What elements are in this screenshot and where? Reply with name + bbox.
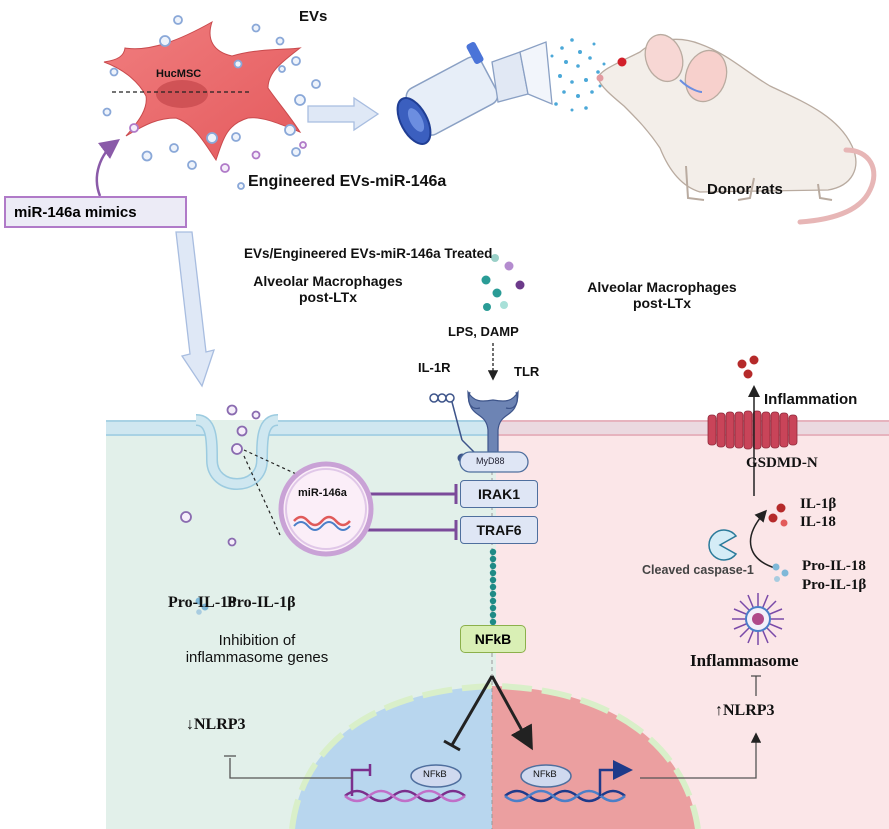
delivery-arrow: [307, 96, 380, 132]
tlr-label: TLR: [514, 364, 540, 379]
right-pro-il18-label: Pro-IL-18: [802, 558, 866, 574]
ev-mir146a-circle: [278, 461, 374, 557]
down-arrow-icon: ↓: [186, 716, 194, 733]
dna-left: [344, 789, 466, 803]
right-am-title-line2: post-LTx: [632, 295, 692, 312]
nlrp3-down-label: ↓NLRP3: [186, 716, 246, 733]
mir146a-mimics-label: miR-146a mimics: [14, 204, 137, 221]
traf6-label: TRAF6: [476, 522, 522, 538]
mimics-to-msc-arrow: [95, 138, 120, 197]
il18-label: IL-18: [800, 514, 836, 530]
nfkb-oval-left: [410, 764, 462, 788]
nfkb-nuclear-right-label: NFkB: [533, 769, 557, 780]
tlr-receptor: [467, 389, 519, 453]
left-pro-il1b-label: Pro-IL-1β: [227, 594, 296, 611]
inflammasome-icon: [732, 593, 784, 645]
nfkb-label: NFkB: [474, 631, 512, 647]
inflammasome-label: Inflammasome: [690, 651, 799, 670]
inhibition-line1: Inhibition of: [218, 632, 296, 649]
nfkb-nuclear-left-label: NFkB: [423, 769, 447, 780]
nlrp3-induce-path: [640, 732, 762, 779]
nfkb-activate-arrow: [490, 675, 533, 751]
irak1-box: IRAK1: [460, 480, 538, 508]
right-pro-il1b-label: Pro-IL-1β: [802, 577, 867, 593]
gsdmd-pore: [707, 410, 798, 450]
donor-rats-label: Donor rats: [707, 181, 783, 198]
myd88-label: MyD88: [476, 456, 505, 466]
ev-vesicles-pit: [180, 404, 261, 547]
nucleus-left: [292, 686, 492, 829]
right-am-title-line1: Alveolar Macrophages: [587, 279, 737, 295]
ligand-dots: [481, 254, 525, 311]
nucleus-right: [492, 686, 698, 829]
rat-illustration: [596, 33, 877, 225]
il1b-label: IL-1β: [800, 496, 837, 512]
mimics-down-arrow: [175, 231, 215, 388]
gsdmd-label: GSDMD-N: [746, 455, 818, 471]
cleaved-caspase-label: Cleaved caspase-1: [642, 563, 754, 577]
mir146a-mimics-box: miR-146a mimics: [4, 196, 187, 228]
hucmsc-label: HucMSC: [156, 68, 202, 80]
engineered-evs-label: Engineered EVs-miR-146a: [248, 173, 447, 190]
signal-bead-chain: [489, 548, 497, 626]
ev-vesicles-top: [102, 15, 321, 190]
inhaler-device: [396, 41, 553, 145]
inhibition-text: Inhibition of inflammasome genes: [166, 632, 348, 667]
traf6-box: TRAF6: [460, 516, 538, 544]
nfkb-box: NFkB: [460, 625, 526, 653]
myd88-box: [459, 451, 529, 473]
cleavage-arrow: [749, 509, 776, 569]
nlrp3-repress-path: [229, 758, 352, 779]
up-arrow-icon: ↑: [715, 702, 723, 719]
released-cytokines: [737, 355, 759, 379]
left-am-title-line2: post-LTx: [298, 289, 358, 306]
lps-damp-label: LPS, DAMP: [448, 324, 519, 339]
inhibition-line2: inflammasome genes: [185, 649, 329, 667]
left-pro-il18-label: Pro-IL-18: [168, 594, 237, 611]
mirna-strand: [293, 515, 351, 527]
gene-block-symbol: [350, 768, 370, 796]
il1r-label: IL-1R: [418, 360, 451, 375]
evs-label: EVs: [299, 8, 328, 25]
left-am-title: Alveolar Macrophages post-LTx: [244, 273, 412, 305]
aerosol-spray: [550, 38, 606, 112]
nfkb-inhibit-line: [450, 675, 494, 746]
nfkb-oval-right: [520, 764, 572, 788]
dna-right: [504, 789, 626, 803]
mir146a-label: miR-146a: [298, 487, 347, 499]
nlrp3-up-label: ↑NLRP3: [715, 702, 775, 719]
transcription-arrow: [598, 760, 633, 796]
inflammation-label: Inflammation: [764, 391, 858, 408]
right-am-title: Alveolar Macrophages post-LTx: [578, 279, 746, 311]
left-am-title-line1: Alveolar Macrophages: [253, 273, 403, 289]
treated-title: EVs/Engineered EVs-miR-146a Treated: [244, 246, 493, 261]
caspase-pacman: [708, 529, 738, 561]
irak1-label: IRAK1: [477, 486, 520, 502]
